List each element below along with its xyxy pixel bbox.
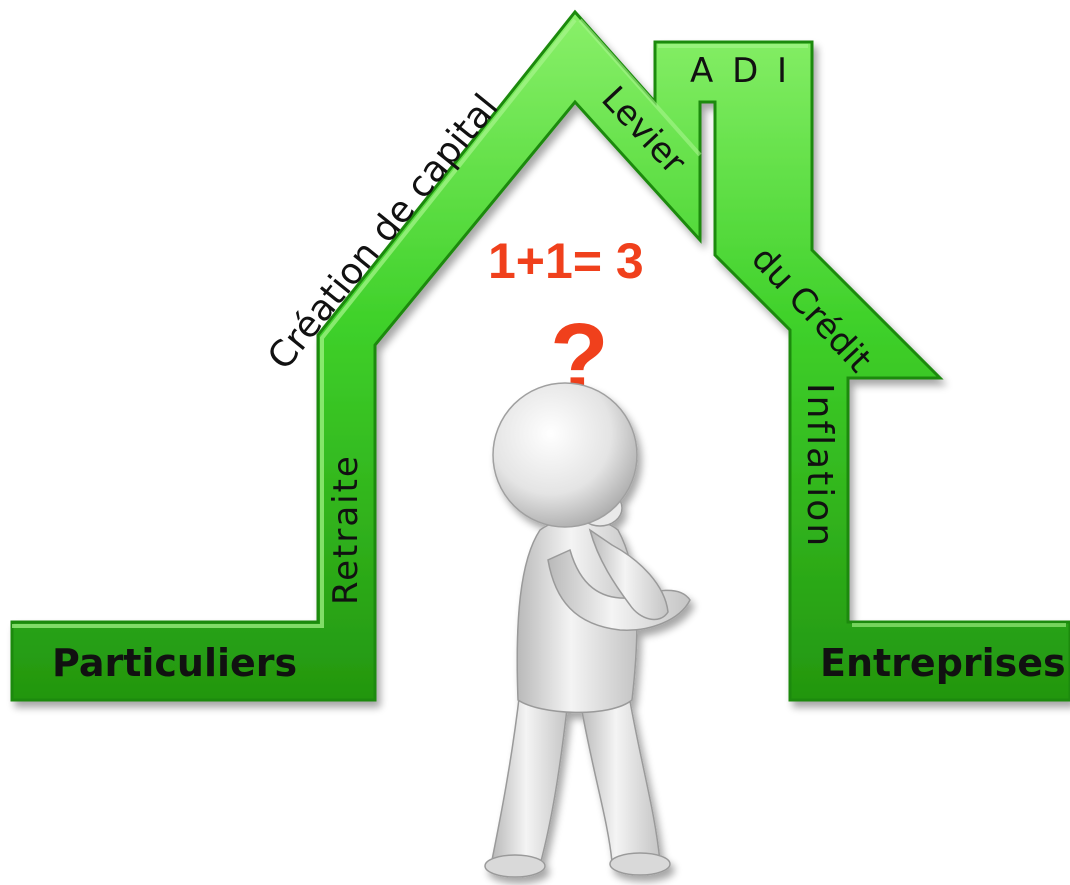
label-adi: A D I: [690, 51, 791, 91]
label-inflation: Inflation: [799, 383, 840, 548]
label-retraite: Retraite: [326, 454, 366, 605]
label-entreprises: Entreprises: [820, 641, 1066, 685]
thinking-person-icon: [484, 382, 691, 878]
house-outline-icon: [10, 9, 1070, 702]
equation-text: 1+1= 3: [488, 233, 644, 289]
label-particuliers: Particuliers: [52, 641, 297, 685]
